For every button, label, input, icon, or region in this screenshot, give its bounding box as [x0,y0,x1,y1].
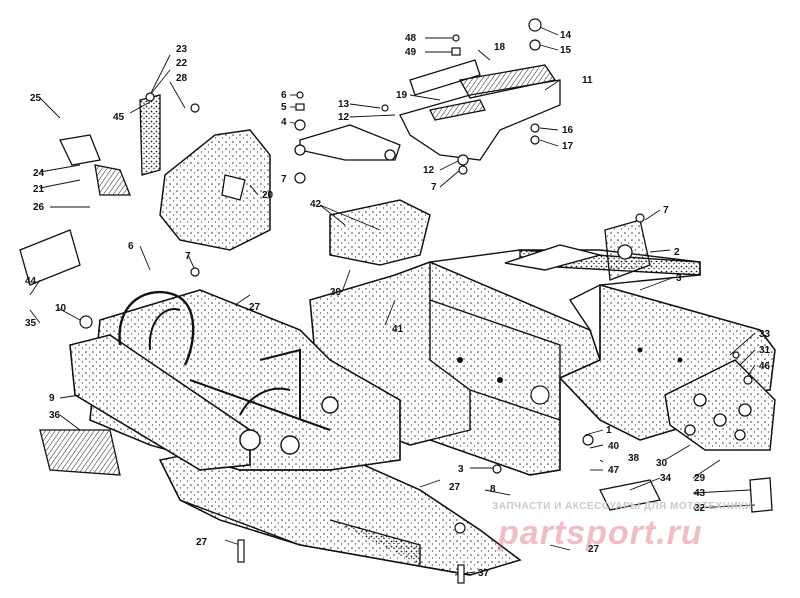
part-callout-7: 7 [185,251,191,262]
part-callout-19: 19 [396,90,408,101]
part-callout-12: 12 [338,112,350,123]
part-callout-46: 46 [759,361,771,372]
part-callout-12: 12 [423,165,435,176]
part-callout-42: 42 [310,199,322,210]
part-callout-6: 6 [128,241,134,252]
part-callout-41: 41 [392,324,404,335]
part-callout-7: 7 [431,182,437,193]
part-callout-15: 15 [560,45,572,56]
part-callout-28: 28 [176,73,188,84]
part-callout-32: 32 [694,503,706,514]
part-callout-3: 3 [676,273,682,284]
part-callout-5: 5 [281,102,287,113]
part-callout-25: 25 [30,93,42,104]
part-callout-48: 48 [405,33,417,44]
part-callout-1: 1 [606,425,612,436]
part-callout-37: 37 [478,568,490,579]
part-callout-14: 14 [560,30,572,41]
part-callout-18: 18 [494,42,506,53]
main-chassis-frame [69,244,776,576]
part-callout-33: 33 [759,329,771,340]
part-callout-30: 30 [656,458,668,469]
part-callout-16: 16 [562,125,574,136]
part-callout-36: 36 [49,410,61,421]
part-callout-40: 40 [608,441,620,452]
part-callout-11: 11 [582,75,593,86]
part-callout-20: 20 [262,190,274,201]
part-callout-49: 49 [405,47,417,58]
seat-support-bracket [294,59,561,161]
part-callout-27: 27 [196,537,208,548]
fasteners [79,18,753,584]
part-callout-44: 44 [25,276,37,287]
part-callout-27: 27 [588,544,600,555]
watermark-caption: ЗАПЧАСТИ И АКСЕССУАРЫ ДЛЯ МОТОТЕХНИКИ [492,501,753,512]
part-callout-2: 2 [674,247,680,258]
part-callout-27: 27 [449,482,461,493]
part-callout-35: 35 [25,318,37,329]
part-callout-38: 38 [628,453,640,464]
part-callout-4: 4 [281,117,287,128]
part-callout-8: 8 [490,484,496,495]
console-housing [59,94,431,266]
leader-lines [29,24,756,576]
part-callout-27: 27 [249,302,261,313]
part-callout-23: 23 [176,44,188,55]
part-callout-29: 29 [694,473,706,484]
part-callout-7: 7 [663,205,669,216]
part-callout-21: 21 [33,184,45,195]
part-callout-13: 13 [338,99,350,110]
part-callout-10: 10 [55,303,67,314]
part-callout-47: 47 [608,465,620,476]
part-callout-24: 24 [33,168,45,179]
watermark-brand: partsport.ru [498,514,703,552]
part-callout-45: 45 [113,112,125,123]
part-callout-34: 34 [660,473,672,484]
part-callout-31: 31 [759,345,771,356]
part-callout-39: 39 [330,287,342,298]
part-callout-22: 22 [176,58,188,69]
part-callout-26: 26 [33,202,45,213]
part-callout-3: 3 [458,464,464,475]
part-callout-7: 7 [281,174,287,185]
part-callout-9: 9 [49,393,55,404]
part-callout-6: 6 [281,90,287,101]
part-callout-43: 43 [694,488,706,499]
part-callout-17: 17 [562,141,574,152]
